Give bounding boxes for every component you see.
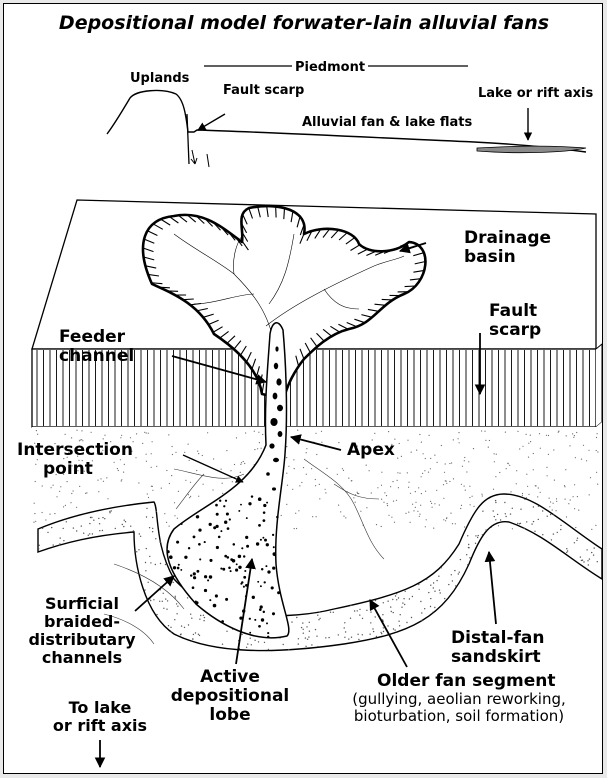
- uplands-label: Uplands: [130, 72, 189, 87]
- fault-scarp-profile-label: Fault scarp: [223, 84, 304, 99]
- diagram-frame: Depositional model forwater-lain alluvia…: [3, 3, 603, 774]
- fault-offset-tick: [207, 154, 209, 167]
- apex-label: Apex: [347, 441, 395, 460]
- fan-flats-label: Alluvial fan & lake flats: [302, 116, 472, 131]
- lake-fill: [477, 146, 586, 153]
- lake-axis-label: Lake or rift axis: [478, 87, 593, 102]
- fault-line: [187, 114, 189, 164]
- scarp-side: [596, 344, 602, 427]
- older-segment-label: Older fan segment: [377, 672, 555, 691]
- piedmont-label: Piedmont: [292, 60, 368, 75]
- fault-scarp-arrow: [198, 114, 225, 130]
- fault-offset-arrow: [191, 150, 197, 164]
- older-segment-notes: (gullying, aeolian reworking,bioturbatio…: [316, 691, 602, 725]
